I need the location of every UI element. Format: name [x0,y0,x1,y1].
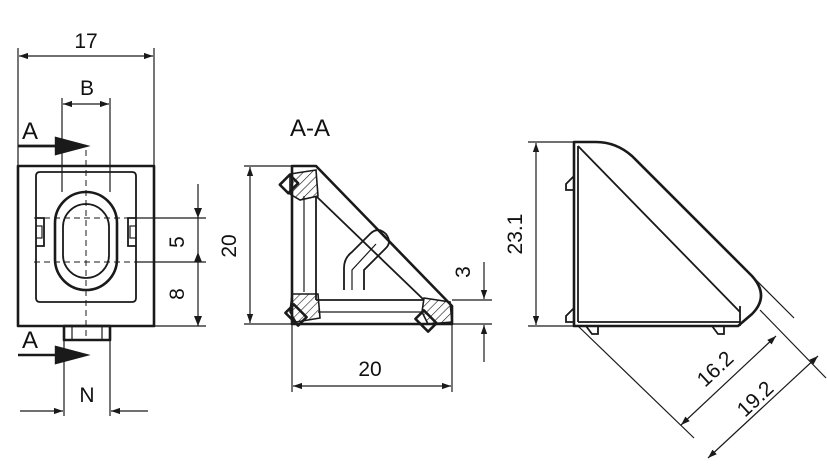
front-nut [62,324,112,342]
dim-5-arrow-top [194,208,202,218]
section-arrow-bottom [54,345,91,365]
section-inner-diag [315,195,425,301]
dim-3-label: 3 [452,266,475,278]
dim-n-label: N [79,384,94,407]
front-notch-right [127,217,136,247]
side-inner-diagonal [577,145,741,313]
dim-8-label: 8 [166,288,189,300]
section-hatch-top [289,169,319,201]
side-view: 23.1 16.2 19.2 [504,140,827,459]
section-bolt-bottom-left [284,303,308,327]
side-tab-lower [565,307,575,323]
front-notch-left [36,217,45,247]
side-tab-bottom-left [585,325,599,335]
section-rib-slot [343,229,390,290]
dim-section-w-label: 20 [358,358,381,381]
dim-diag-ext-2 [687,211,795,319]
side-tab-upper [565,175,575,191]
front-notch-left-inner [35,225,43,239]
dim-b-label: B [80,77,94,100]
section-hatch-bottom-right [421,297,453,325]
section-marker-bottom: A [22,327,38,354]
section-marker-top: A [22,118,38,145]
dim-diag-ext-1 [577,325,695,439]
dim-5-arrow-bottom [194,252,202,262]
dim-side-h-label: 23.1 [504,214,527,255]
front-notch-right-inner [129,225,137,239]
section-title: A-A [290,115,330,142]
front-view: 17 B A A N 5 8 [16,30,206,416]
dim-diag-ext-3 [759,309,827,379]
section-bolt-bottom-right [414,309,438,333]
dim-8-arrow-bottom [194,316,202,326]
dim-17-label: 17 [74,30,97,53]
front-inner-frame [35,171,137,303]
dim-diag-outer-label: 19.2 [733,377,779,422]
dim-5-label: 5 [166,236,189,248]
section-rib-slot-inner [351,243,377,290]
side-tab-bottom-right [711,325,725,335]
dim-diag-inner-label: 16.2 [693,347,739,392]
section-view: A-A 20 20 3 [218,115,492,392]
dim-diag-outer-line [707,355,819,459]
dim-section-h-label: 20 [218,234,241,257]
section-bolt-top [278,173,300,195]
